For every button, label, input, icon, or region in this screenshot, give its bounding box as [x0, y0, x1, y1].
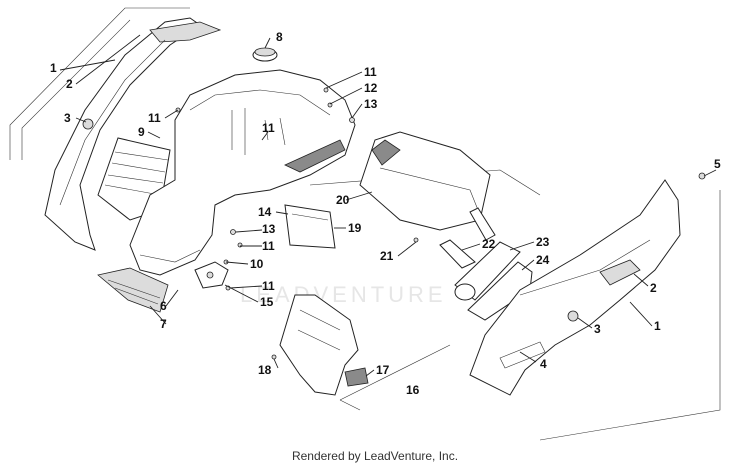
callout-11: 11: [262, 121, 275, 135]
callout-5: 5: [714, 157, 721, 171]
callout-2: 2: [66, 77, 73, 91]
callout-21: 21: [380, 249, 394, 263]
callout-18: 18: [258, 363, 272, 377]
rivet-left[interactable]: [82, 118, 94, 130]
callout-7: 7: [160, 317, 167, 331]
access-panel[interactable]: [284, 204, 336, 249]
rivet-right[interactable]: [567, 310, 579, 322]
callout-3: 3: [64, 111, 71, 125]
callout-3: 3: [594, 322, 601, 336]
callout-1: 1: [50, 61, 57, 75]
right-side-panel[interactable]: [469, 179, 681, 396]
callout-11: 11: [262, 279, 275, 293]
footer-credit: Rendered by LeadVenture, Inc.: [291, 449, 459, 463]
callout-22: 22: [482, 237, 496, 251]
hardware-screws[interactable]: [175, 87, 419, 360]
callout-11: 11: [148, 111, 161, 125]
callout-16: 16: [406, 383, 420, 397]
emblem-decal[interactable]: [344, 367, 369, 387]
callout-12: 12: [364, 81, 378, 95]
callout-1: 1: [654, 319, 661, 333]
headlight-mesh[interactable]: [97, 267, 169, 313]
callout-23: 23: [536, 235, 550, 249]
storage-tray[interactable]: [359, 131, 491, 231]
tool-tray[interactable]: [467, 261, 533, 321]
callout-24: 24: [536, 253, 550, 267]
tool-roll[interactable]: [454, 241, 521, 301]
callout-15: 15: [260, 295, 274, 309]
leadventure-watermark: LEADVENTURE: [240, 282, 447, 307]
callout-13: 13: [262, 222, 276, 236]
callout-11: 11: [364, 65, 377, 79]
callout-2: 2: [650, 281, 657, 295]
lower-front-panel[interactable]: [279, 294, 359, 396]
callout-9: 9: [138, 125, 145, 139]
mounting-straps[interactable]: [439, 207, 496, 269]
callout-19: 19: [348, 221, 362, 235]
gauge-bezel[interactable]: [252, 47, 278, 62]
callout-17: 17: [376, 363, 390, 377]
callout-6: 6: [160, 299, 167, 313]
leader-lines: [59, 34, 717, 377]
callout-10: 10: [250, 257, 264, 271]
callout-13: 13: [364, 97, 378, 111]
callout-20: 20: [336, 193, 350, 207]
callout-11: 11: [262, 239, 275, 253]
front-hood[interactable]: [129, 69, 356, 276]
callout-4: 4: [540, 357, 547, 371]
callout-labels: 1 2 3 9 11 8 11 12 13 11 20 14 19 13 11 …: [50, 30, 721, 397]
svg-text:LEADVENTURE: LEADVENTURE: [240, 282, 447, 307]
left-side-panel[interactable]: [44, 17, 222, 251]
callout-14: 14: [258, 205, 272, 219]
mounting-bracket[interactable]: [194, 261, 229, 289]
callout-8: 8: [276, 30, 283, 44]
